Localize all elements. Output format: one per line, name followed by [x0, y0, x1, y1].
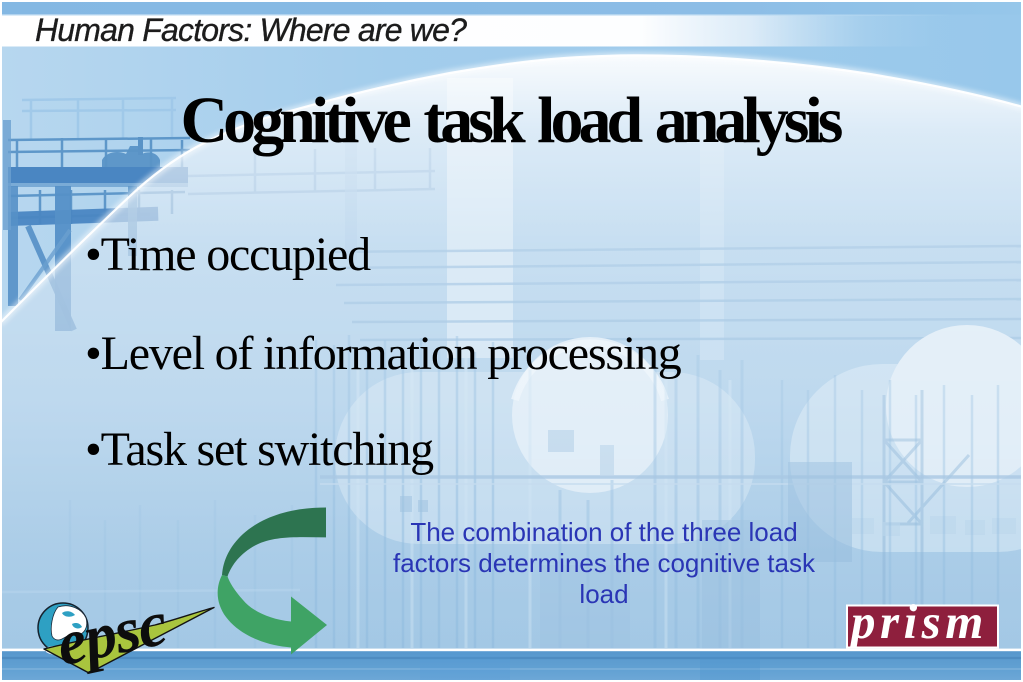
svg-text:prism: prism: [847, 594, 988, 649]
